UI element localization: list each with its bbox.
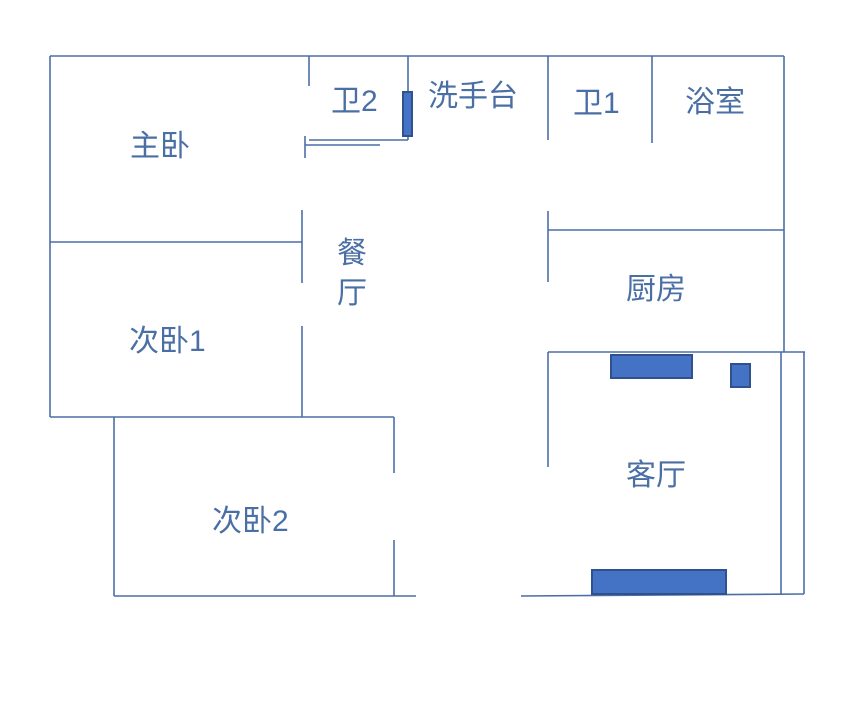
label-kitchen: 厨房 <box>626 273 686 306</box>
furniture <box>402 91 751 595</box>
label-second-bedroom-1: 次卧1 <box>129 325 206 358</box>
label-dining-room-1: 餐 <box>337 237 367 270</box>
label-master-bedroom: 主卧 <box>130 130 190 163</box>
label-second-bedroom-2: 次卧2 <box>212 505 289 538</box>
label-bathroom-1: 卫1 <box>573 87 620 120</box>
label-living-room: 客厅 <box>626 459 686 492</box>
label-shower-room: 浴室 <box>685 86 745 119</box>
living-small-box <box>730 363 751 388</box>
bath2-door-panel <box>402 91 413 137</box>
label-bathroom-2: 卫2 <box>331 85 378 118</box>
living-tv-stand <box>591 569 727 595</box>
label-washbasin: 洗手台 <box>428 80 518 113</box>
label-dining-room-2: 厅 <box>337 277 367 310</box>
room-labels: 主卧 卫2 洗手台 卫1 浴室 餐 厅 厨房 次卧1 次卧2 客厅 <box>129 80 745 538</box>
living-cabinet <box>610 354 693 379</box>
